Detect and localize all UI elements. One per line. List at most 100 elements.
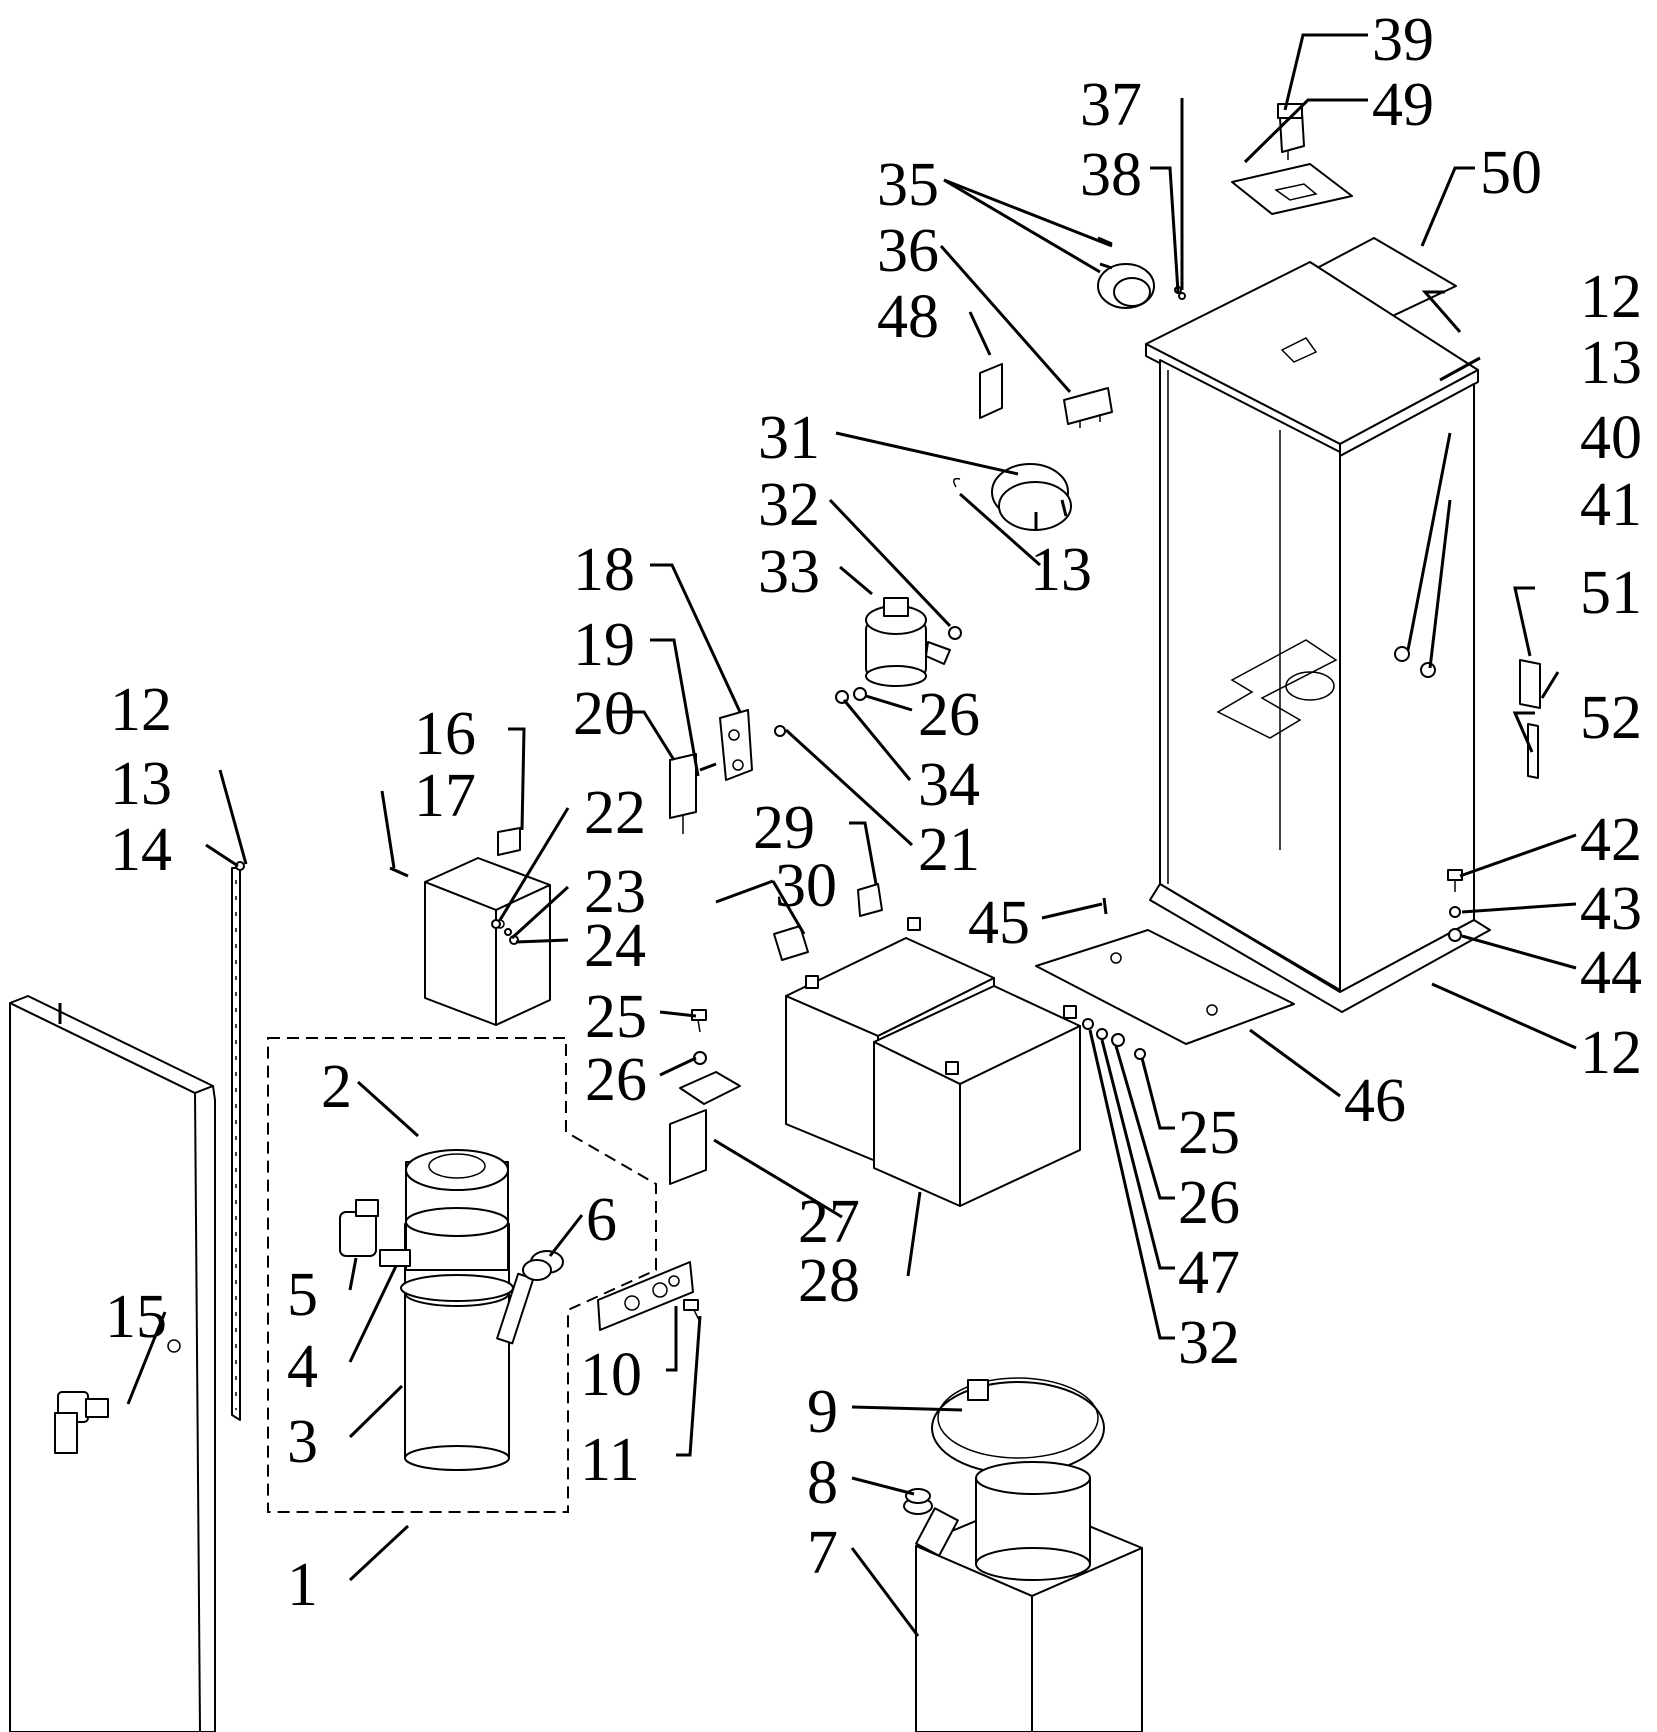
connector-35 bbox=[1097, 236, 1155, 309]
callout-18: 18 bbox=[573, 536, 635, 604]
callout-41: 41 bbox=[1580, 471, 1642, 539]
base-plate bbox=[1035, 929, 1295, 1045]
leader-lines bbox=[58, 33, 1577, 1637]
relay-36 bbox=[1063, 387, 1113, 428]
assembly-1-outline bbox=[267, 1037, 657, 1513]
callout-1: 1 bbox=[287, 1551, 318, 1619]
callout-13-top: 13 bbox=[1580, 329, 1642, 397]
fitting-6 bbox=[522, 1250, 564, 1281]
valve bbox=[339, 1199, 411, 1267]
callout-13-mid: 13 bbox=[1030, 536, 1092, 604]
callout-31: 31 bbox=[758, 404, 820, 472]
terminal bbox=[805, 975, 819, 989]
callout-numbers: 39 37 49 35 38 50 36 48 12 13 31 40 32 4… bbox=[105, 6, 1642, 1619]
callout-36: 36 bbox=[877, 217, 939, 285]
hinge-strip bbox=[231, 861, 245, 1421]
callout-12-top: 12 bbox=[1580, 263, 1642, 331]
mounting-bar bbox=[597, 1261, 694, 1331]
solenoid bbox=[865, 597, 951, 687]
callout-42: 42 bbox=[1580, 806, 1642, 874]
door-panel bbox=[9, 995, 216, 1732]
callout-47: 47 bbox=[1178, 1239, 1240, 1307]
callout-38: 38 bbox=[1080, 141, 1142, 209]
callout-32-bottom: 32 bbox=[1178, 1309, 1240, 1377]
plate-20 bbox=[669, 753, 697, 834]
callout-46: 46 bbox=[1344, 1067, 1406, 1135]
screw-17 bbox=[389, 866, 409, 878]
door-latch bbox=[54, 1391, 109, 1454]
callout-3: 3 bbox=[287, 1408, 318, 1476]
clip-13 bbox=[953, 477, 961, 488]
callout-26-left: 26 bbox=[585, 1046, 647, 1114]
callout-17: 17 bbox=[414, 762, 476, 830]
callout-39: 39 bbox=[1372, 6, 1434, 74]
nut-21 bbox=[774, 725, 786, 737]
hose-clamp bbox=[931, 1377, 1105, 1475]
callout-45: 45 bbox=[968, 889, 1030, 957]
callout-26-top: 26 bbox=[918, 681, 980, 749]
bolt-19 bbox=[699, 762, 717, 772]
callout-48: 48 bbox=[877, 283, 939, 351]
callout-7: 7 bbox=[807, 1519, 838, 1587]
callout-29: 29 bbox=[753, 794, 815, 862]
callout-34: 34 bbox=[918, 751, 980, 819]
callout-40: 40 bbox=[1580, 404, 1642, 472]
washer-stack bbox=[1082, 1018, 1146, 1060]
callout-21: 21 bbox=[918, 816, 980, 884]
parts-drawings bbox=[9, 103, 1541, 1732]
callout-43: 43 bbox=[1580, 875, 1642, 943]
reservoir bbox=[915, 1461, 1143, 1732]
callout-10: 10 bbox=[580, 1341, 642, 1409]
callout-2: 2 bbox=[321, 1053, 352, 1121]
bolt-41 bbox=[1420, 662, 1436, 678]
control-box bbox=[424, 827, 551, 1026]
callout-19: 19 bbox=[573, 611, 635, 679]
callout-26-right: 26 bbox=[1178, 1169, 1240, 1237]
callout-25-right: 25 bbox=[1178, 1099, 1240, 1167]
callout-15: 15 bbox=[105, 1283, 167, 1351]
disconnect-switch bbox=[991, 463, 1072, 531]
callout-4: 4 bbox=[287, 1333, 318, 1401]
terminal bbox=[1063, 1005, 1077, 1019]
bolt-45 bbox=[1102, 897, 1108, 915]
callout-50: 50 bbox=[1480, 139, 1542, 207]
callout-24: 24 bbox=[584, 912, 646, 980]
callout-32-top: 32 bbox=[758, 471, 820, 539]
callout-49: 49 bbox=[1372, 71, 1434, 139]
callout-52: 52 bbox=[1580, 684, 1642, 752]
callout-25-left: 25 bbox=[585, 983, 647, 1051]
callout-6: 6 bbox=[586, 1186, 617, 1254]
callout-33: 33 bbox=[758, 538, 820, 606]
callout-8: 8 bbox=[807, 1449, 838, 1517]
callout-13-door: 13 bbox=[110, 750, 172, 818]
callout-30: 30 bbox=[775, 852, 837, 920]
callout-16: 16 bbox=[414, 700, 476, 768]
label-49 bbox=[1231, 163, 1353, 215]
cap-30 bbox=[773, 925, 809, 961]
callout-22: 22 bbox=[584, 779, 646, 847]
callout-14: 14 bbox=[110, 816, 172, 884]
callout-44: 44 bbox=[1580, 939, 1642, 1007]
washer-40 bbox=[1394, 646, 1410, 662]
cap-29 bbox=[857, 883, 883, 917]
screw-11 bbox=[683, 1299, 701, 1323]
terminal bbox=[945, 1061, 959, 1075]
callout-12-base: 12 bbox=[1580, 1019, 1642, 1087]
terminal bbox=[907, 917, 921, 931]
callout-12-door: 12 bbox=[110, 676, 172, 744]
callout-27: 27 bbox=[798, 1188, 860, 1256]
callout-9: 9 bbox=[807, 1378, 838, 1446]
washer-43 bbox=[1449, 906, 1461, 918]
label-51 bbox=[1519, 659, 1541, 709]
cabinet bbox=[1145, 261, 1491, 1013]
callout-5: 5 bbox=[287, 1261, 318, 1329]
nut-32 bbox=[948, 626, 962, 640]
battery-2 bbox=[873, 985, 1081, 1207]
screw-25 bbox=[691, 1009, 707, 1033]
callout-35: 35 bbox=[877, 151, 939, 219]
callout-20: 20 bbox=[573, 680, 635, 748]
washer-26 bbox=[853, 687, 867, 701]
callout-11: 11 bbox=[580, 1426, 640, 1494]
callout-23: 23 bbox=[584, 858, 646, 926]
